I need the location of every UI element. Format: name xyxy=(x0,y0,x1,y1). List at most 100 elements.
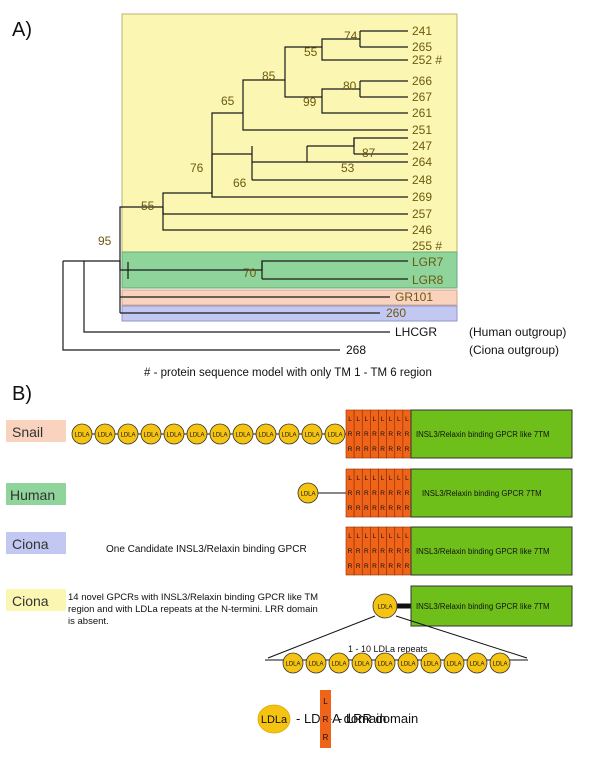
lrr-letter: L xyxy=(389,416,393,423)
lrr-letter: R xyxy=(396,563,401,570)
lrr-letter: R xyxy=(372,490,377,497)
leaf-label: LGR8 xyxy=(412,273,444,287)
ldla-domain: LDLA xyxy=(163,423,185,445)
lrr-letter: R xyxy=(388,431,393,438)
ldla-domain: LDLA xyxy=(117,423,139,445)
ldla-text: LDLA xyxy=(235,433,250,439)
bootstrap-value: 87 xyxy=(362,146,376,160)
lrr-letter: R xyxy=(348,505,353,512)
legend-ldla-symbol-text: LDLa xyxy=(261,714,288,726)
lrr-letter: L xyxy=(405,416,409,423)
repeats-caption: 1 - 10 LDLa repeats xyxy=(348,644,428,654)
lrr-letter: L xyxy=(397,475,401,482)
ldla-text: LDLA xyxy=(281,433,296,439)
lrr-letter: R xyxy=(388,490,393,497)
lrr-letter: L xyxy=(348,416,352,423)
leaf-label: 241 xyxy=(412,24,432,38)
lrr-letter: R xyxy=(372,505,377,512)
ldla-text: LDLA xyxy=(143,433,158,439)
ldla-text: LDLA xyxy=(400,662,415,668)
bootstrap-value: 55 xyxy=(141,199,155,213)
lrr-letter: L xyxy=(348,533,352,540)
ldla-domain: LDLA xyxy=(374,652,396,674)
ldla-text: LDLA xyxy=(300,492,315,498)
lrr-letter: L xyxy=(373,533,377,540)
lrr-letter: R xyxy=(380,490,385,497)
ldla-text: LDLA xyxy=(212,433,227,439)
lrr-letter: R xyxy=(388,548,393,555)
leaf-label: 246 xyxy=(412,223,432,237)
legend-lrr-desc: - LRR domain xyxy=(338,711,418,726)
ldla-text: LDLA xyxy=(446,662,461,668)
ldla-domain: LDLA xyxy=(489,652,511,674)
lrr-letter: R xyxy=(356,548,361,555)
lrr-letter: R xyxy=(380,548,385,555)
legend: LDLa - LDL-A domain L R R - LRR domain xyxy=(257,690,418,748)
leaf-label: 247 xyxy=(412,139,432,153)
ldla-domain: LDLA xyxy=(397,652,419,674)
ldla-domain: LDLA xyxy=(324,423,346,445)
lrr-letter: R xyxy=(396,431,401,438)
tm-domain-label: INSL3/Relaxin binding GPCR 7TM xyxy=(422,489,542,498)
lrr-letter: L xyxy=(389,533,393,540)
ldla-text: LDLA xyxy=(258,433,273,439)
leaf-label: 264 xyxy=(412,155,432,169)
lrr-letter: L xyxy=(397,416,401,423)
ldla-text: LDLA xyxy=(285,662,300,668)
lrr-letter: R xyxy=(364,490,369,497)
lrr-letter: R xyxy=(405,490,410,497)
lrr-letter: R xyxy=(405,548,410,555)
species-label: Ciona xyxy=(12,593,49,609)
expansion-line xyxy=(267,615,376,659)
bootstrap-value: 53 xyxy=(341,161,355,175)
species-label: Human xyxy=(10,487,55,503)
outgroup-label-ciona: (Ciona outgroup) xyxy=(469,343,559,357)
leaf-label: 251 xyxy=(412,123,432,137)
ldla-repeat-chain: LDLA LDLA LDLA LDLA LDLA LDLA LDLA LDLA … xyxy=(282,652,511,674)
ldla-domain: LDLA xyxy=(209,423,231,445)
lrr-letter: R xyxy=(372,446,377,453)
ldla-text: LDLA xyxy=(377,662,392,668)
ldla-text: LDLA xyxy=(97,433,112,439)
row-note-line: is absent. xyxy=(68,616,109,627)
ldla-domain: LDLA xyxy=(282,652,304,674)
legend-ldla-desc: - LDL-A domain xyxy=(296,711,386,726)
lrr-letter: R xyxy=(348,490,353,497)
lrr-letter: R xyxy=(364,505,369,512)
lrr-letter: L xyxy=(356,475,360,482)
row-note: One Candidate INSL3/Relaxin binding GPCR xyxy=(106,544,307,555)
lrr-letter: R xyxy=(356,431,361,438)
ldla-domain: LDLA xyxy=(328,652,350,674)
leaf-label: 265 xyxy=(412,40,432,54)
legend-ldla-symbol xyxy=(257,704,291,734)
lrr-letter: R xyxy=(380,505,385,512)
lrr-letter: L xyxy=(365,475,369,482)
leaf-label: 248 xyxy=(412,173,432,187)
lrr-letter: L xyxy=(356,533,360,540)
ldla-text: LDLA xyxy=(304,433,319,439)
lrr-letter: R xyxy=(388,505,393,512)
lrr-letter: R xyxy=(356,490,361,497)
lrr-letter: L xyxy=(381,416,385,423)
species-box-snail xyxy=(6,420,66,442)
lrr-letter: L xyxy=(405,475,409,482)
lrr-letter: L xyxy=(381,533,385,540)
leaf-label: 268 xyxy=(346,343,366,357)
species-box-ciona xyxy=(6,589,66,611)
panel-a-label: A) xyxy=(12,19,32,41)
tm-domain-label: INSL3/Relaxin binding GPCR like 7TM xyxy=(416,430,549,439)
lrr-letter: R xyxy=(405,446,410,453)
bootstrap-values: 74 55 85 80 99 65 87 53 66 76 55 95 70 xyxy=(98,29,376,280)
leaf-label: 252 # xyxy=(412,53,442,67)
lrr-letter: R xyxy=(356,505,361,512)
bootstrap-value: 65 xyxy=(221,94,235,108)
tm-domain xyxy=(410,409,573,459)
legend-lrr-symbol xyxy=(320,690,331,748)
lrr-letter: R xyxy=(364,446,369,453)
species-box-human xyxy=(6,483,66,505)
lrr-letter: R xyxy=(348,446,353,453)
